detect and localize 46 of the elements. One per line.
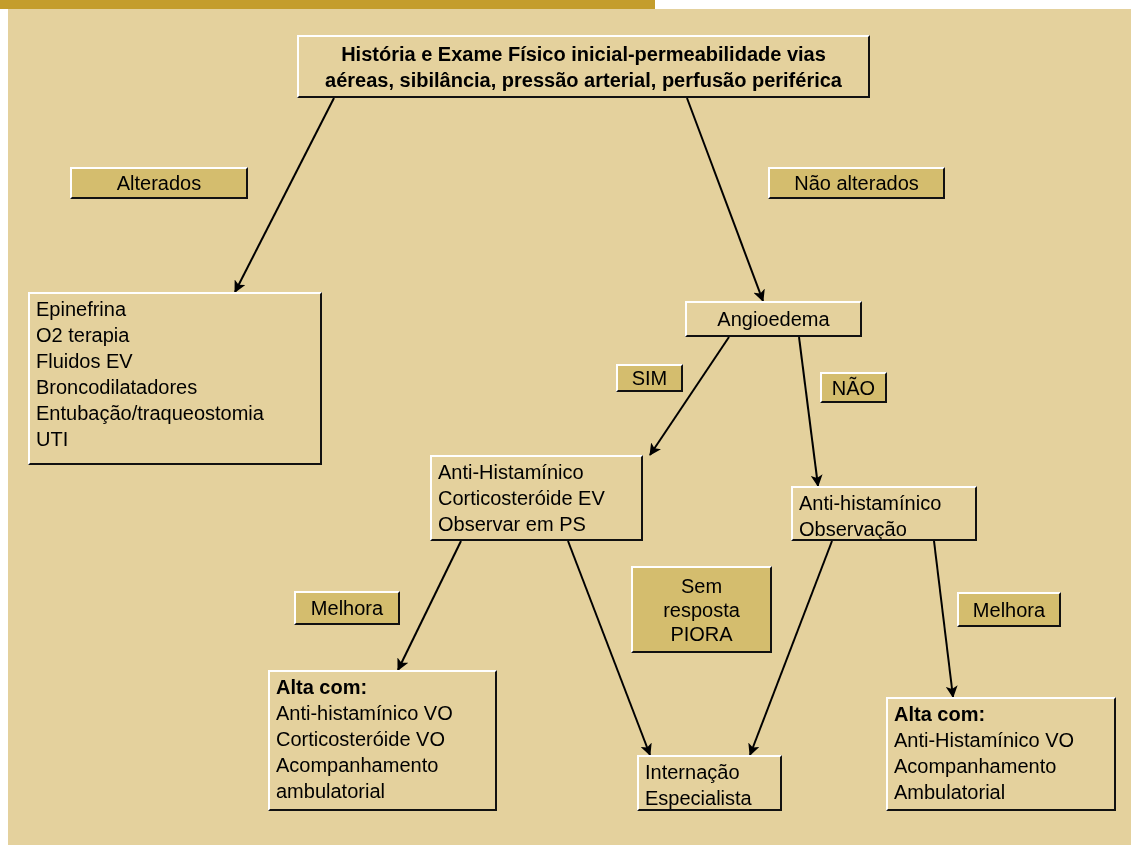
box-text: Ambulatorial [894,780,1007,805]
box-text: Entubação/traqueostomia [36,401,265,426]
edge-label: SIM [616,364,683,392]
box-text: Internação [645,760,741,785]
box-text: Fluidos EV [36,349,134,374]
edge-label: NÃO [820,372,887,403]
process-box [886,697,1116,811]
box-text: Observação [799,517,908,542]
edge-label: Não alterados [768,167,945,199]
arrow [748,540,833,756]
box-text: Anti-Histamínico [438,460,585,485]
process-box [791,486,977,541]
box-text: Especialista [645,786,753,811]
box-text: História e Exame Físico inicial-permeabilidade vias aéreas, sibilância, pressão arterial, perfusão periférica [324,41,843,93]
box-text: Corticosteróide EV [438,486,606,511]
process-box [685,301,862,337]
box-text: Anti-histamínico [799,491,943,516]
box-text: Observar em PS [438,512,587,537]
process-box [28,292,322,465]
arrow [798,336,823,487]
box-text: Corticosteróide VO [276,727,446,752]
box-text: Broncodilatadores [36,375,199,400]
box-text: Acompanhamento ambulatorial [276,753,440,804]
process-box [430,455,643,541]
arrow [686,97,765,302]
box-heading: Alta com: [276,675,369,700]
edge-label: Alterados [70,167,248,199]
box-text: Anti-histamínico VO [276,701,454,726]
process-box [637,755,782,811]
edge-label: Sem resposta PIORA [631,566,772,653]
box-text: Anti-Histamínico VO [894,728,1076,753]
arrow [649,336,730,456]
box-text: Epinefrina [36,297,128,322]
box-text: O2 terapia [36,323,131,348]
box-heading: Alta com: [894,702,987,727]
edge-label: Melhora [957,592,1061,627]
box-text: UTI [36,427,70,452]
process-box [297,35,870,98]
arrow [933,540,958,698]
arrow [234,97,335,293]
box-text: Angioedema [716,307,831,332]
process-box [268,670,497,811]
arrow [567,540,652,756]
arrow [397,540,462,671]
edge-label: Melhora [294,591,400,625]
box-text: Acompanhamento [894,754,1058,779]
